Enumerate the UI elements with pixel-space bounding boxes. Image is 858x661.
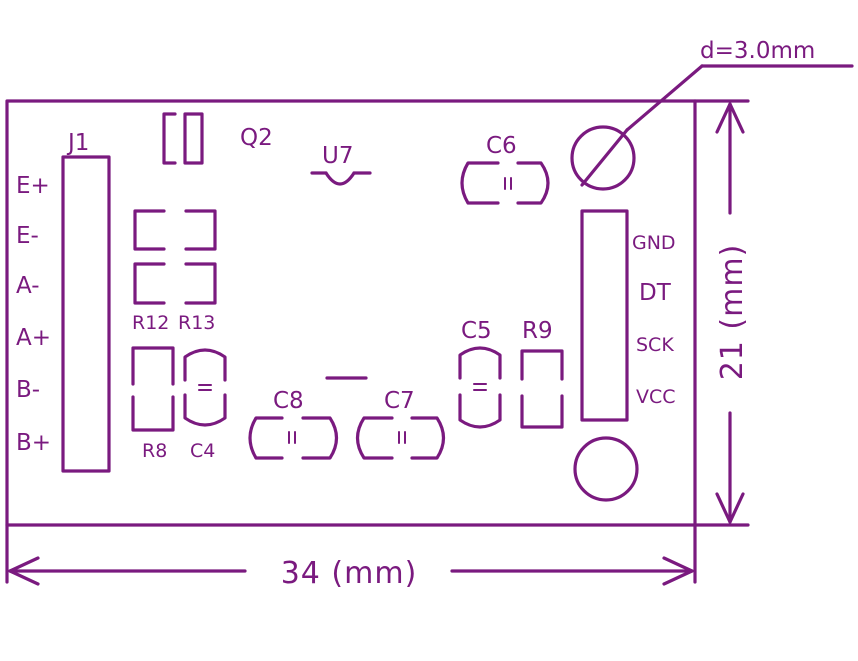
- pin-label-e-minus: E-: [16, 223, 39, 249]
- r8-ref: R8: [142, 440, 167, 462]
- r9-ref: R9: [522, 318, 553, 344]
- c5-footprint: [458, 346, 502, 429]
- connector-j1-ref: J1: [66, 130, 89, 156]
- mounting-hole-bottom: [573, 436, 639, 502]
- height-dimension-label: 21 (mm): [715, 244, 750, 381]
- r12-footprint: [133, 209, 217, 305]
- c6-footprint: [460, 161, 550, 205]
- c7-ref: C7: [384, 388, 415, 414]
- pin-label-a-plus: A+: [16, 325, 51, 351]
- c5-ref: C5: [461, 318, 492, 344]
- mounting-hole-top: [570, 125, 636, 191]
- pin-label-a-minus: A-: [16, 273, 40, 299]
- q2-footprint: [162, 112, 204, 165]
- pin-label-e-plus: E+: [16, 173, 50, 199]
- c7-footprint: [355, 416, 446, 460]
- connector-right-body: [580, 209, 629, 422]
- pin-label-b-plus: B+: [16, 430, 51, 456]
- r13-footprint: [184, 262, 217, 305]
- pin-label-gnd: GND: [632, 232, 676, 254]
- r13-ref: R13: [178, 312, 215, 334]
- pin-label-b-minus: B-: [16, 377, 40, 403]
- pin-label-vcc: VCC: [636, 386, 676, 408]
- pin-label-dt: DT: [639, 280, 672, 306]
- hole-leader-line: [625, 64, 854, 132]
- width-dimension-label: 34 (mm): [281, 556, 418, 591]
- c8-ref: C8: [273, 388, 304, 414]
- r9-footprint: [520, 349, 564, 429]
- u7-footprint: [310, 171, 372, 186]
- board-outline: [5, 99, 697, 527]
- u7-ref: U7: [322, 143, 353, 169]
- c4-ref: C4: [190, 440, 215, 462]
- c8-footprint: [248, 416, 339, 460]
- q2-ref: Q2: [240, 125, 273, 151]
- pin-label-sck: SCK: [636, 334, 674, 356]
- r8-footprint: [131, 346, 175, 432]
- c6-ref: C6: [486, 133, 517, 159]
- width-dimension: [5, 523, 697, 586]
- r12-ref: R12: [132, 312, 169, 334]
- height-dimension: [693, 99, 750, 527]
- connector-j1-body: [61, 155, 111, 473]
- hole-diameter-label: d=3.0mm: [700, 38, 815, 64]
- c4-footprint: [183, 348, 227, 427]
